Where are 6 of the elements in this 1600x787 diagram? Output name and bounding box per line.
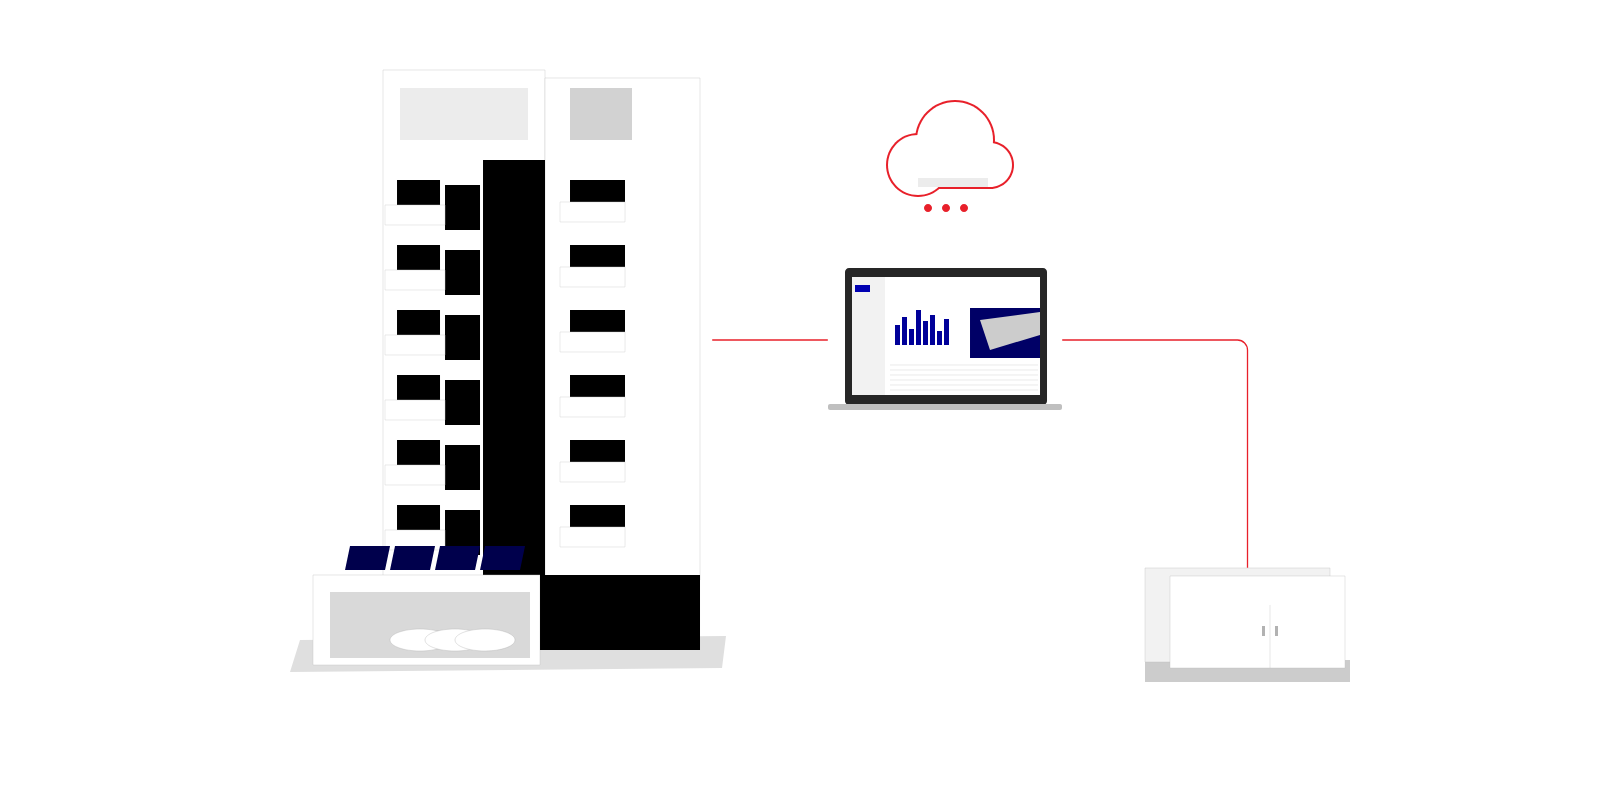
- laptop-drawing: [828, 268, 1062, 410]
- cloud-drawing: [886, 100, 1014, 212]
- storage-unit-drawing: [1144, 567, 1350, 682]
- connector-line: [711, 339, 829, 341]
- connector-line: [1061, 339, 1249, 569]
- building-drawing: [290, 69, 726, 672]
